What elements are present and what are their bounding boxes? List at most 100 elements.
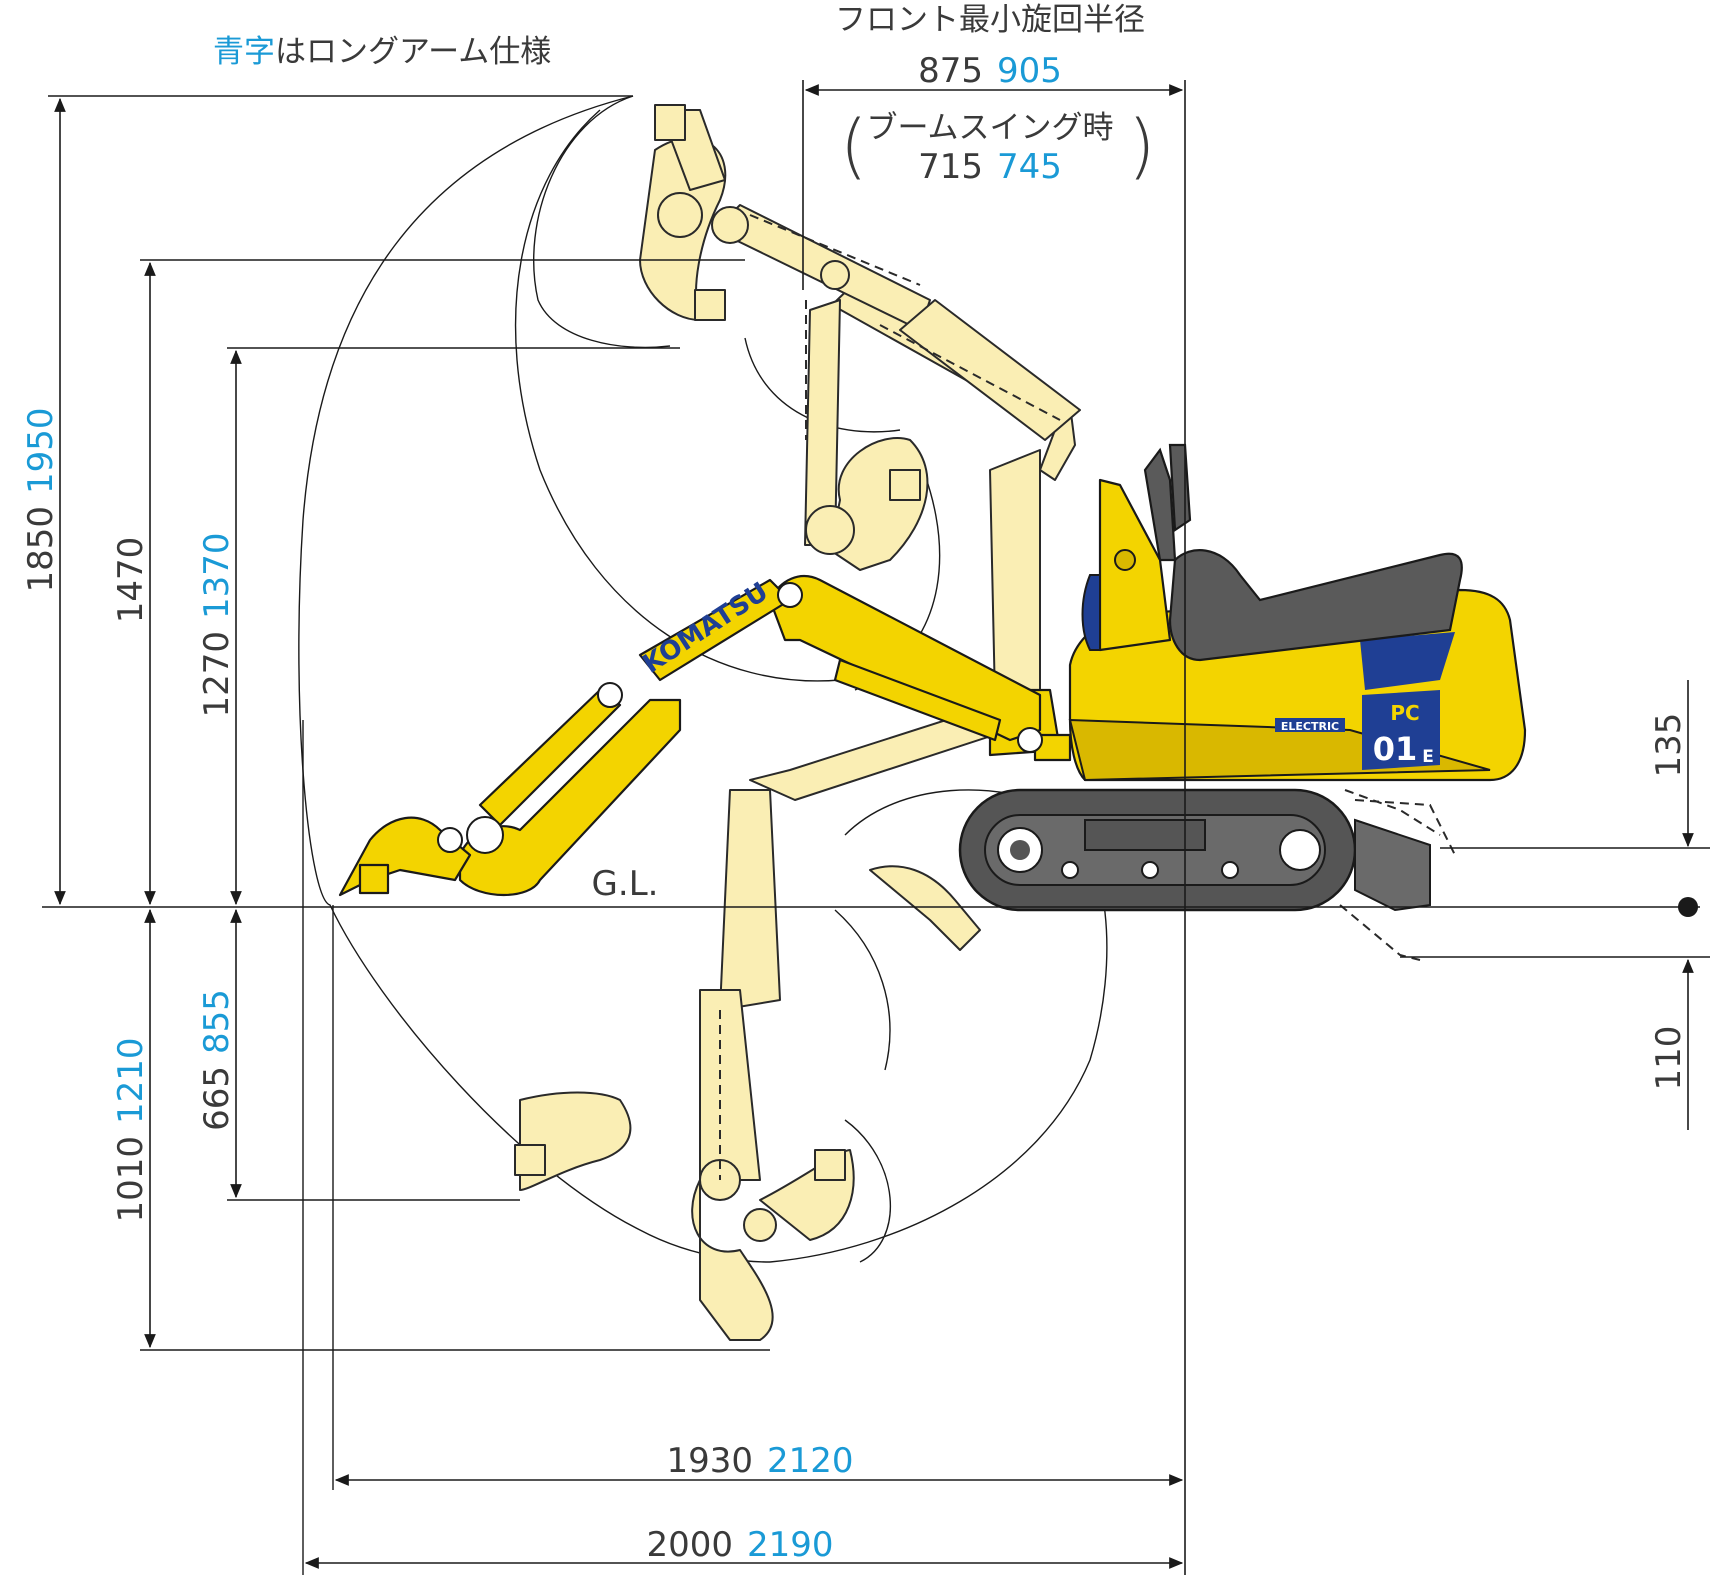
blade-lift-dimension: 135	[1440, 680, 1710, 849]
cab-window	[1081, 574, 1101, 651]
max-digging-height-dimension: 1850 1950	[21, 95, 633, 906]
idler-hub	[1010, 840, 1030, 860]
control-lever-1	[1143, 447, 1177, 562]
front-swing-long: 905	[997, 51, 1062, 91]
track-roller-2	[1221, 861, 1239, 879]
front-min-swing-radius-dimension: フロント最小旋回半径 875 905 ( ) ブームスイング時 715 745	[802, 2, 1186, 1575]
ghost-lower-arm	[719, 789, 781, 1011]
ghost-upper-cylinder	[899, 299, 1081, 441]
ghost-arm-upper	[639, 104, 1081, 701]
front-swing-title: フロント最小旋回半径	[835, 2, 1145, 38]
model-suffix: E	[1422, 747, 1434, 767]
dumping-clearance-dimension: 1270 1370	[197, 347, 680, 906]
reach-values: 2000 2190	[646, 1525, 833, 1565]
ghost-bottom-bucket-tooth	[814, 1149, 846, 1181]
depth-long: 1210	[111, 1037, 151, 1124]
track-frame	[1084, 819, 1206, 851]
boom-base-pin	[1017, 727, 1043, 753]
boom-pin	[777, 582, 803, 608]
clearance-std: 1270	[197, 631, 237, 718]
front-swing-std: 875	[918, 51, 983, 91]
legend-blue-word: 青字	[213, 34, 275, 70]
blade-lowered	[1354, 818, 1431, 912]
boom-swing-label: ブームスイング時	[866, 110, 1113, 146]
blade-drop-outline	[1339, 904, 1421, 961]
max-dumping-height-dimension: 1470	[111, 259, 745, 906]
ghost-pin-1	[657, 192, 703, 238]
retract-arc-1	[744, 337, 901, 433]
max-digging-depth-dimension: 10101210	[111, 908, 770, 1351]
electric-badge: ELECTRIC	[1281, 720, 1339, 733]
ghost-dash-2	[879, 324, 1061, 421]
wall-long: 855	[197, 989, 237, 1054]
max-reach-dimension: 2000 2190	[304, 1525, 1184, 1569]
arm-pin-2	[597, 682, 623, 708]
inner-reach-arc	[514, 109, 841, 682]
ground-ref-dot	[1678, 897, 1698, 917]
model-prefix: PC	[1390, 701, 1419, 725]
ghost-dash-1	[749, 214, 921, 286]
paren-open: (	[840, 105, 867, 187]
wall-std: 665	[197, 1066, 237, 1131]
sprocket-wheel	[1279, 829, 1321, 871]
bucket-pin	[437, 827, 463, 853]
legend-rest: はロングアーム仕様	[275, 34, 551, 70]
dump-height-values: 1470	[111, 537, 151, 624]
model-number: 01	[1373, 730, 1418, 768]
track-roller-1	[1141, 861, 1159, 879]
max-height-std: 1850	[21, 506, 61, 593]
blade-drop-dimension: 110	[1400, 956, 1710, 1130]
dump-height-std: 1470	[111, 537, 151, 624]
ghost-mid-bucket-tooth	[889, 469, 921, 501]
ghost-arm-mid	[804, 299, 929, 571]
ground-line-label: G.L.	[592, 864, 659, 904]
blade-raised-outline	[1354, 799, 1456, 856]
ghost-pin-3	[820, 260, 850, 290]
front-swing-values: 875 905	[918, 51, 1062, 91]
reach-std: 2000	[646, 1525, 733, 1565]
boom-swing-long: 745	[997, 147, 1062, 187]
top-bucket-arc	[533, 95, 671, 349]
ghost-upper-bucket-tooth	[694, 289, 726, 321]
legend-text: 青字はロングアーム仕様	[213, 34, 551, 70]
ghost-lower-cylinder	[699, 989, 761, 1181]
clearance-values: 1270 1370	[197, 532, 237, 717]
arm-pin-1	[466, 816, 504, 854]
reach-long: 2190	[747, 1525, 834, 1565]
reach-ground-long: 2120	[767, 1441, 854, 1481]
boom-cylinder-2	[833, 658, 1002, 742]
vertical-wall-depth-dimension: 665855	[197, 908, 520, 1201]
inner-lower-arc	[834, 909, 891, 1071]
track-roller-3	[1061, 861, 1079, 879]
ghost-upper-boom-lower	[989, 449, 1041, 701]
reach-ground-std: 1930	[666, 1441, 753, 1481]
clearance-long: 1370	[197, 532, 237, 619]
ghost-left-bucket-tooth	[514, 1144, 546, 1176]
working-range-curves	[298, 95, 1108, 1575]
lower-right-arc	[769, 789, 1108, 1263]
bucket-tooth	[358, 863, 390, 895]
boom-swing-std: 715	[918, 147, 983, 187]
paren-close: )	[1128, 105, 1155, 187]
dozer-blade	[1339, 789, 1456, 961]
ghost-arm-lower	[514, 689, 1041, 1341]
max-height-long: 1950	[21, 407, 61, 494]
crawler-track	[958, 788, 1357, 912]
legend: 青字はロングアーム仕様	[213, 34, 551, 70]
pillar-knob	[1114, 549, 1136, 571]
max-height-values: 1850 1950	[21, 407, 61, 592]
ghost-top-bucket-tooth	[654, 104, 686, 141]
ghost-bottom-bucket	[691, 1179, 774, 1341]
max-reach-ground-dimension: 1930 2120	[334, 1441, 1184, 1486]
reach-ground-values: 1930 2120	[666, 1441, 853, 1481]
ground-line: G.L.	[42, 864, 1700, 917]
depth-values: 10101210	[111, 1037, 151, 1222]
blade-top-outline	[1344, 789, 1441, 836]
blade-drop-value: 110	[1649, 1026, 1689, 1091]
body-stripe-top	[1360, 632, 1455, 690]
wall-values: 665855	[197, 989, 237, 1131]
bottom-bucket-arc	[844, 1119, 892, 1263]
ghost-mid-pin	[805, 505, 855, 555]
electric-badge-bg	[1275, 718, 1345, 732]
